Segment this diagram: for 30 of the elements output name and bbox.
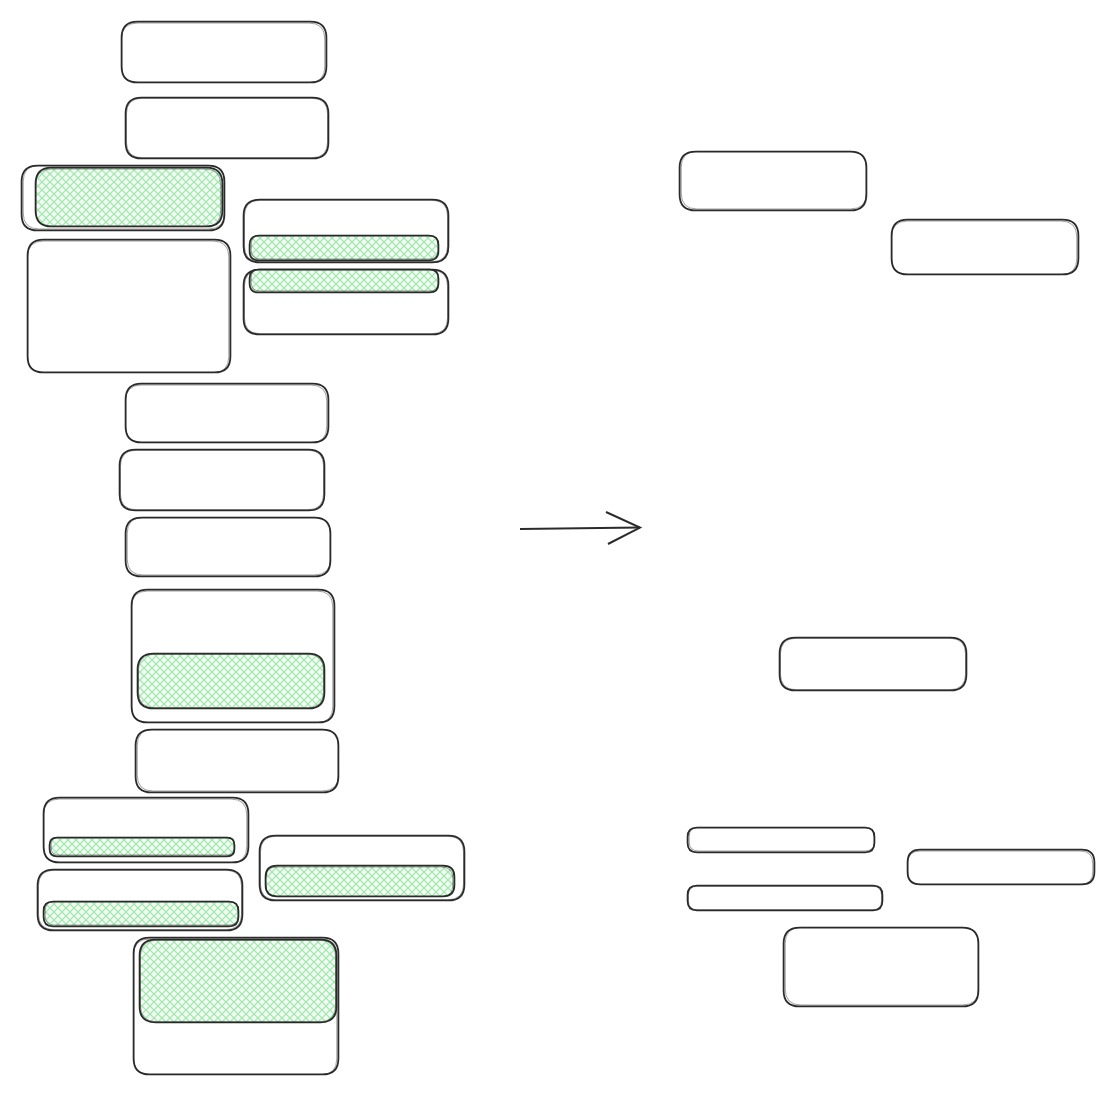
hatched-block (248, 268, 440, 294)
rounded-block (890, 218, 1080, 276)
rounded-block (130, 588, 336, 724)
rounded-block (26, 238, 232, 374)
hatched-block (138, 938, 338, 1024)
rounded-block (120, 20, 328, 84)
rounded-block (134, 728, 340, 794)
rounded-block (782, 926, 980, 1008)
rounded-block (242, 268, 450, 336)
hatched-block (136, 652, 326, 710)
rounded-block (124, 382, 330, 444)
hatched-block (264, 864, 456, 898)
rounded-block (258, 834, 466, 902)
rounded-block (124, 516, 332, 578)
rounded-block (906, 848, 1096, 886)
hatched-block (42, 900, 240, 928)
hatched-block (34, 166, 224, 228)
rounded-block (118, 448, 326, 512)
rounded-block (132, 936, 340, 1076)
rounded-block (678, 150, 868, 212)
rounded-block (242, 198, 450, 264)
rounded-block (686, 884, 884, 912)
rounded-block (42, 796, 250, 864)
rounded-block (686, 826, 876, 854)
hatched-block (248, 234, 440, 262)
hatched-block (48, 836, 236, 858)
rounded-block (36, 868, 244, 932)
rounded-block (778, 636, 968, 692)
rounded-block (124, 96, 330, 160)
rounded-block (20, 164, 226, 232)
